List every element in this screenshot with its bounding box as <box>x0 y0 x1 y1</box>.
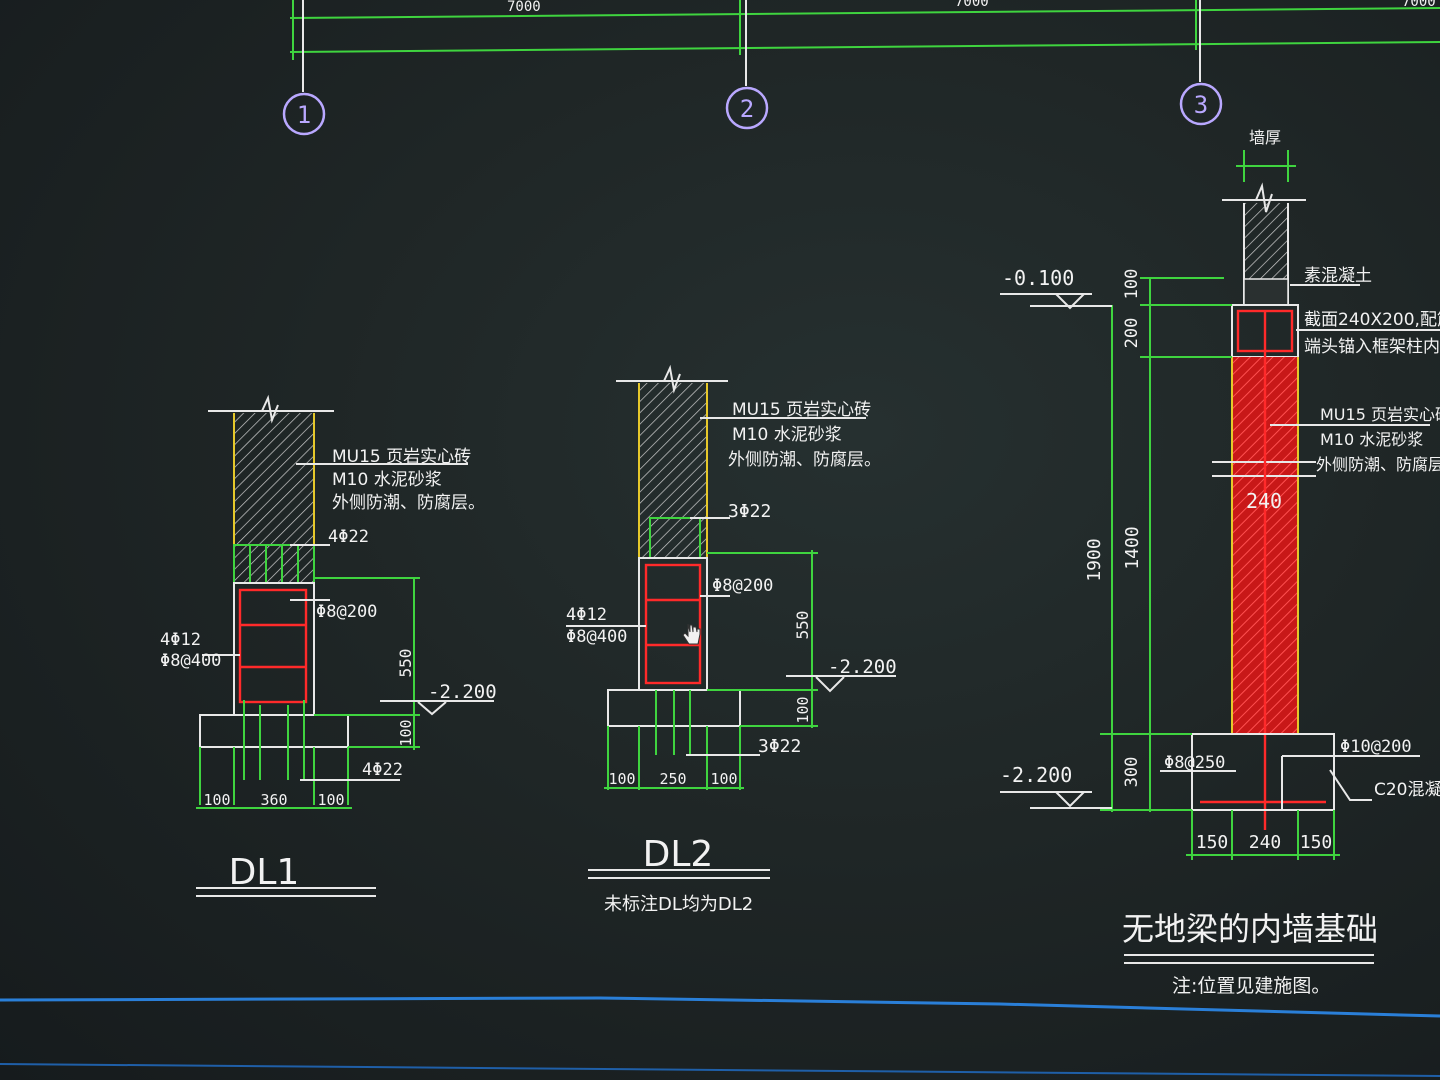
dl2-note-3: 外侧防潮、防腐层。 <box>728 450 881 470</box>
wall-note-3: 外侧防潮、防腐层。 <box>1316 455 1440 474</box>
dl2-base-dim-right: 100 <box>710 770 737 788</box>
wall-note-2: M10 水泥砂浆 <box>1320 430 1423 449</box>
wall-dim-total: 1900 <box>1084 538 1105 581</box>
dl1-bottom-bars: 4Φ22 <box>362 760 403 780</box>
dl1-base-dim-left: 100 <box>203 791 230 809</box>
dl2-dim-550: 550 <box>793 611 812 640</box>
top-dim-3: 7000 <box>1402 0 1436 10</box>
dl1-footing <box>199 714 349 748</box>
dl2-side-stirrup: Φ8@400 <box>566 627 627 647</box>
dl1-dim-100: 100 <box>397 719 415 746</box>
dl1-title: DL1 <box>229 852 300 893</box>
wall-dim-200: 200 <box>1122 318 1142 349</box>
wall-title: 无地梁的内墙基础 <box>1122 910 1378 948</box>
wall-brick-top <box>1244 203 1288 279</box>
dl1-note-1: MU15 页岩实心砖 <box>332 447 471 467</box>
wall-base-rebar-right: Φ10@200 <box>1340 737 1412 757</box>
dl2-base-dim-left: 100 <box>608 770 635 788</box>
dl1-side-bars: 4Φ12 <box>160 630 201 650</box>
dl2-note-2: M10 水泥砂浆 <box>732 425 842 445</box>
axis-bubble-2[interactable] <box>725 86 769 130</box>
grid-dimension-lines <box>289 0 1440 92</box>
wall-subtitle: 注:位置见建施图。 <box>1172 975 1330 997</box>
dl1-base-dim-mid: 360 <box>260 791 287 809</box>
wall-dim-100: 100 <box>1122 269 1142 300</box>
top-dim-2: 7000 <box>955 0 989 10</box>
sheet-border-line-2 <box>0 1063 1440 1077</box>
dl1-elevation: -2.200 <box>428 681 497 703</box>
wall-elev-top: -0.100 <box>1002 266 1074 290</box>
wall-thickness-label: 墙厚 <box>1249 128 1281 147</box>
dl2-top-bars: 3Φ22 <box>728 501 771 522</box>
dl1-side-stirrup: Φ8@400 <box>160 651 221 671</box>
dl2-stirrup <box>644 563 702 685</box>
axis-bubble-1[interactable] <box>282 92 326 136</box>
wall-base-dim-left: 150 <box>1196 832 1229 853</box>
wall-base-rebar-left: Φ8@250 <box>1164 753 1225 773</box>
dl2-bottom-bars: 3Φ22 <box>758 736 801 757</box>
dl2-subtitle: 未标注DL均为DL2 <box>604 894 753 915</box>
dl1-note-3: 外侧防潮、防腐层。 <box>332 493 485 513</box>
dl1-dim-550: 550 <box>396 649 415 678</box>
wall-dim-240-inner: 240 <box>1246 489 1282 513</box>
dl2-elevation: -2.200 <box>828 656 897 678</box>
dl2-dim-100: 100 <box>794 696 812 723</box>
wall-concrete-label: 素混凝土 <box>1304 266 1372 286</box>
dl1-top-bars: 4Φ22 <box>328 527 369 547</box>
wall-dim-300: 300 <box>1122 757 1142 788</box>
wall-elev-bottom: -2.200 <box>1000 763 1072 787</box>
top-dim-1: 7000 <box>507 0 541 15</box>
wall-beam-note-1: 截面240X200,配筋, <box>1304 310 1440 330</box>
dl1-beam-outline <box>233 582 315 716</box>
wall-dim-1400: 1400 <box>1122 526 1143 569</box>
wall-note-1: MU15 页岩实心砖 <box>1320 405 1440 424</box>
dl2-side-bars: 4Φ12 <box>566 605 607 625</box>
sheet-border-line <box>0 996 1440 1018</box>
dl2-beam-outline <box>638 557 708 691</box>
wall-base-dim-mid: 240 <box>1249 832 1282 853</box>
dl1-brick-wall <box>234 413 314 583</box>
dl1-stirrup <box>238 588 308 704</box>
dl1-note-2: M10 水泥砂浆 <box>332 470 442 490</box>
dl2-section[interactable] <box>566 364 896 879</box>
axis-label-3: 3 <box>1194 91 1208 119</box>
axis-label-1: 1 <box>297 101 311 129</box>
dl2-base-dim-mid: 250 <box>659 770 686 788</box>
wall-beam-note-2: 端头锚入框架柱内。 <box>1304 337 1440 357</box>
wall-concrete-pad <box>1243 278 1289 306</box>
dl2-title: DL2 <box>643 834 714 875</box>
dl2-stirrup-label: Φ8@200 <box>712 576 773 596</box>
hand-cursor-icon <box>682 623 701 645</box>
wall-foundation-section[interactable] <box>1000 150 1440 964</box>
dl2-note-1: MU15 页岩实心砖 <box>732 400 871 420</box>
dl1-base-dim-right: 100 <box>317 791 344 809</box>
dl1-stirrup-label: Φ8@200 <box>316 602 377 622</box>
axis-label-2: 2 <box>740 95 754 123</box>
wall-base-concrete: C20混凝土 <box>1374 780 1440 800</box>
dl1-section[interactable] <box>196 394 494 897</box>
axis-bubble-3[interactable] <box>1179 82 1223 126</box>
wall-base-dim-right: 150 <box>1300 832 1333 853</box>
